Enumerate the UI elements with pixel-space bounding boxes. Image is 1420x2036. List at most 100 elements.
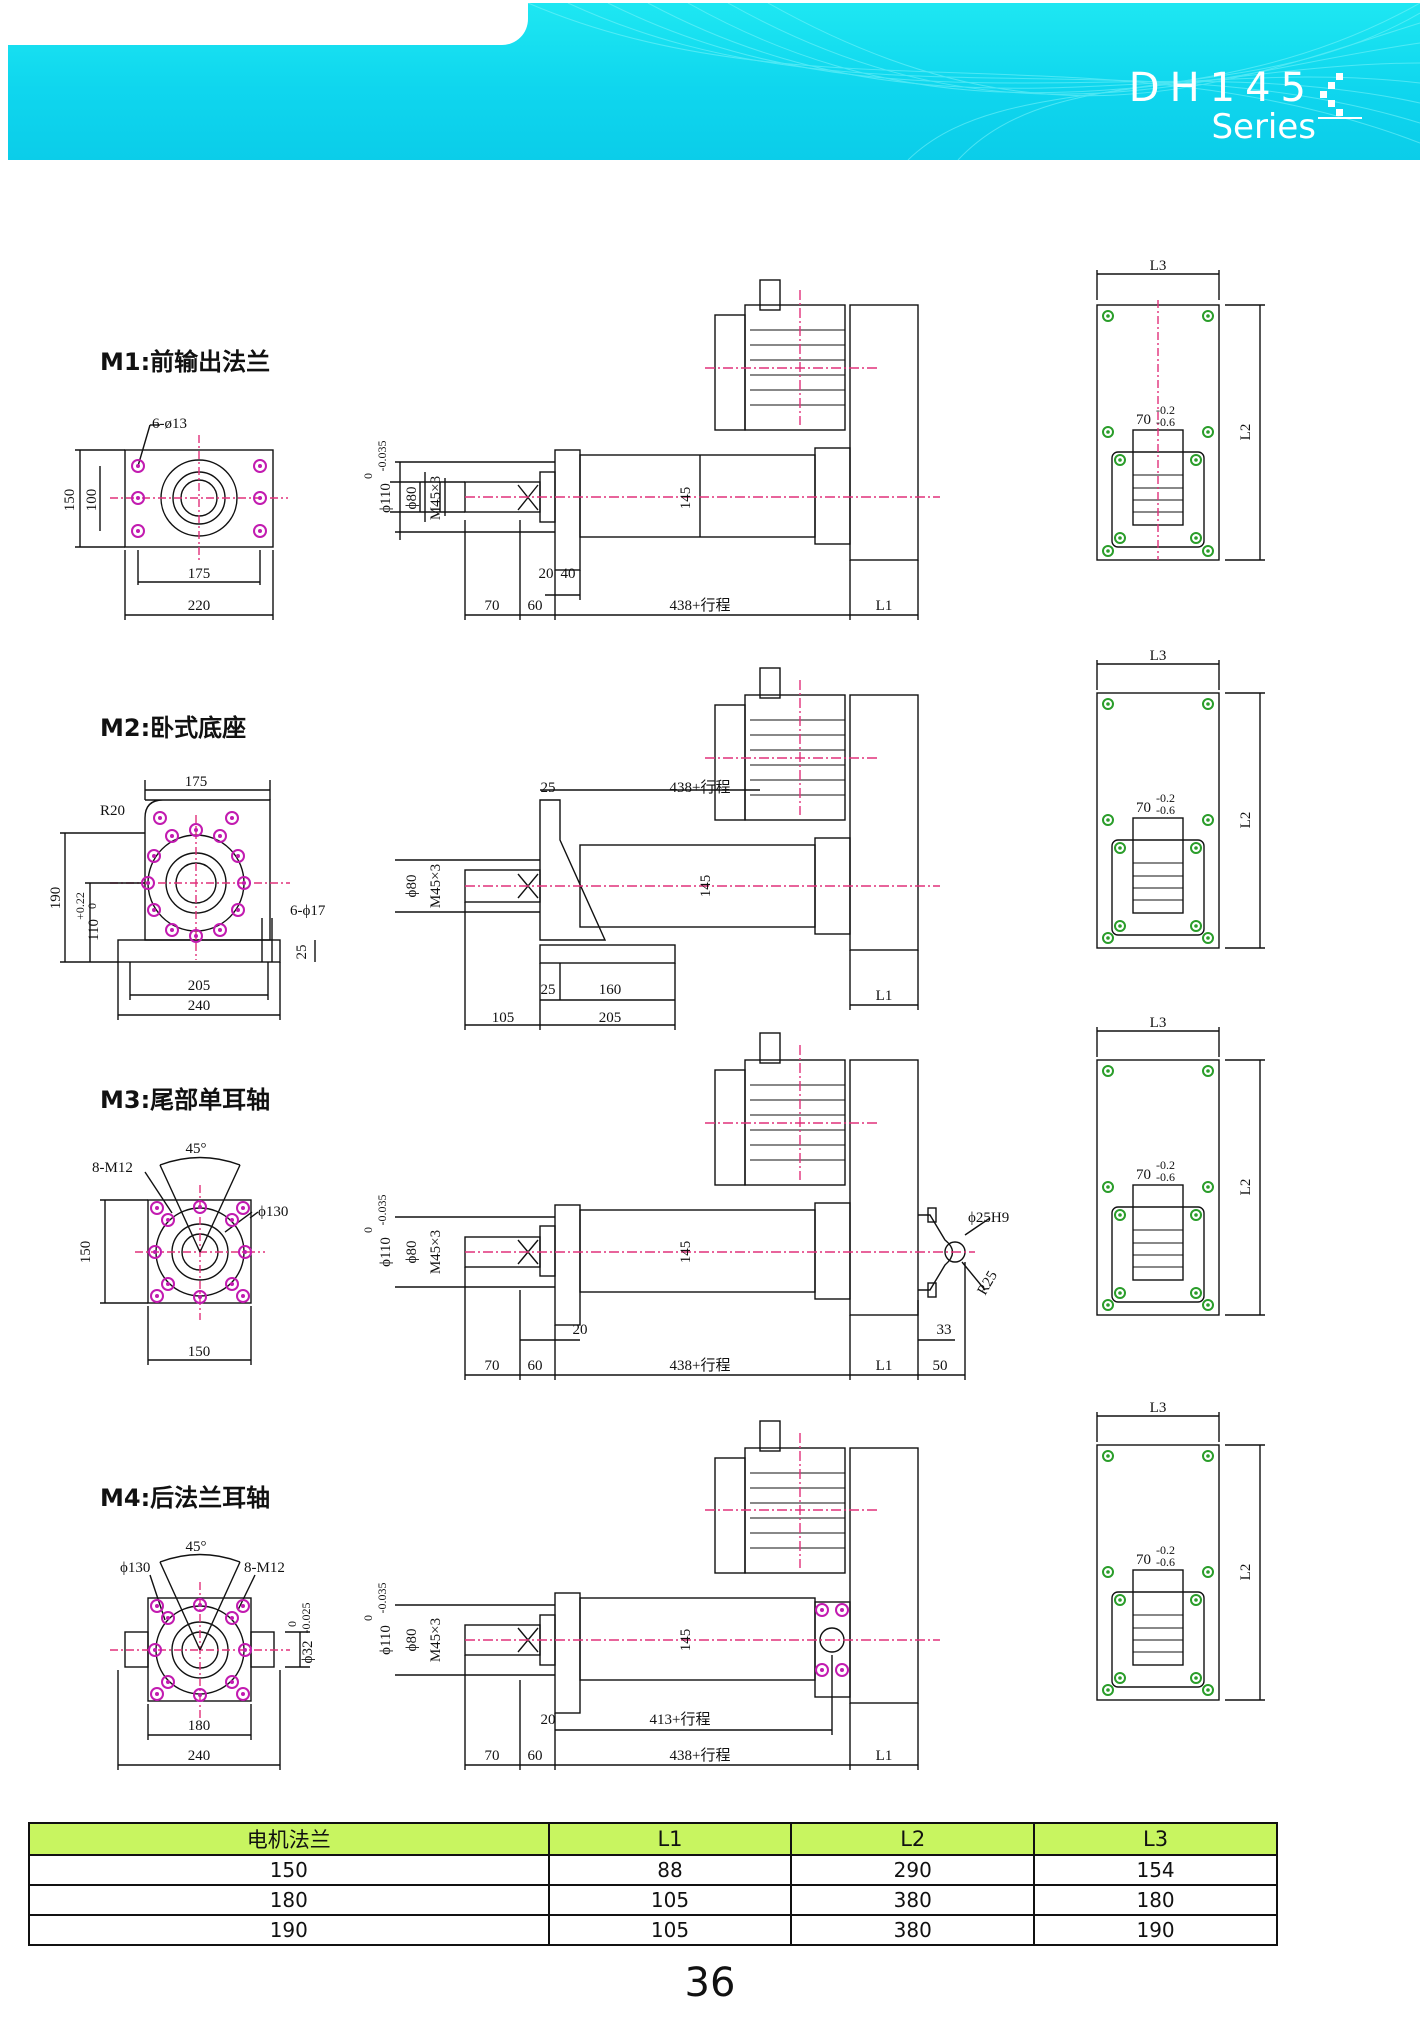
banner-wave-lines (527, 3, 1420, 160)
m4-d70: 70 (1136, 1552, 1151, 1568)
m4-tol-upper: 0 (285, 1621, 299, 1627)
m2-dia80: ϕ80 (404, 875, 420, 898)
m1-side-view (390, 279, 940, 620)
m2-motor-holes (1102, 698, 1214, 944)
m1-d70: 70 (1136, 412, 1151, 428)
m2-l1: L1 (876, 988, 893, 1004)
m2-height-outer: 190 (48, 887, 64, 910)
m1-holes-label: 6-ø13 (152, 416, 187, 432)
m2-width-top: 175 (185, 774, 208, 790)
m2-d70-tol-lower: -0.6 (1156, 803, 1175, 817)
m4-motor-end-view (1096, 1412, 1265, 1701)
table-header-cell: L2 (790, 1822, 1036, 1856)
m4-tol-upper-side: 0 (361, 1615, 375, 1621)
m1-section: 145 (678, 487, 694, 510)
m4-tol-lower-side: -0.035 (375, 1583, 389, 1614)
m1-l2: L2 (1238, 424, 1254, 441)
table-header-cell: L1 (547, 1822, 793, 1856)
m1-d20: 20 (539, 566, 554, 582)
table-row: 190 105 380 190 (28, 1914, 1278, 1946)
brand-chevron-icon (1318, 73, 1362, 119)
m3-l3: L3 (1150, 1015, 1167, 1031)
m3-side-view (395, 1032, 991, 1380)
section-title-m3: M3:尾部单耳轴 (100, 1086, 271, 1114)
brand-block: DH145 Series (1129, 67, 1316, 145)
table-cell: 190 (1033, 1914, 1278, 1946)
table-cell: 154 (1033, 1854, 1278, 1886)
m2-radius: R20 (100, 803, 125, 819)
m1-height-inner: 100 (84, 489, 100, 512)
m2-height-inner: 110 (86, 919, 102, 941)
m2-d70-tol-upper: -0.2 (1156, 791, 1175, 805)
m4-front-view (110, 1553, 310, 1770)
m1-height-outer: 150 (62, 489, 78, 512)
motor-end-labels-m3: L3 L2 70 -0.2 -0.6 (1136, 1015, 1254, 1195)
m1-motor-end-view (1096, 270, 1265, 561)
m3-d70-tol-upper: -0.2 (1156, 1158, 1175, 1172)
table-cell: 190 (28, 1914, 550, 1946)
m2-d205: 205 (599, 1010, 622, 1026)
m3-stroke: 438+行程 (670, 1357, 731, 1374)
banner-notch (8, 3, 528, 45)
table-cell: 150 (28, 1854, 550, 1886)
table-row: 180 105 380 180 (28, 1884, 1278, 1916)
m3-d60: 60 (528, 1358, 543, 1374)
m3-d70: 70 (1136, 1167, 1151, 1183)
section-title-m2: M2:卧式底座 (100, 714, 247, 742)
table-header-cell: L3 (1033, 1822, 1278, 1856)
m4-d70-tol-lower: -0.6 (1156, 1555, 1175, 1569)
m4-stroke2: 413+行程 (650, 1711, 711, 1728)
m2-thick: 25 (294, 945, 310, 960)
m4-section: 145 (678, 1629, 694, 1652)
table-cell: 105 (547, 1884, 793, 1916)
m4-l3: L3 (1150, 1400, 1167, 1416)
m1-l1: L1 (876, 598, 893, 614)
m2-tol-lower: 0 (85, 903, 99, 909)
m4-holes: 8-M12 (244, 1560, 285, 1576)
m1-stroke: 438+行程 (670, 597, 731, 614)
m3-thread: M45×3 (428, 1230, 444, 1274)
table-cell: 180 (1033, 1884, 1278, 1916)
m1-thread: M45×3 (428, 476, 444, 520)
m3-tol-upper: 0 (361, 1227, 375, 1233)
section-title-m4: M4:后法兰耳轴 (100, 1484, 271, 1512)
m1-d70: 70 (485, 598, 500, 614)
m2-d160: 160 (599, 982, 622, 998)
table-header-cell: 电机法兰 (28, 1822, 550, 1856)
dimension-table: 电机法兰 L1 L2 L3 150 88 290 154 180 105 380… (28, 1822, 1278, 1946)
m4-thread: M45×3 (428, 1618, 444, 1662)
m2-section: 145 (698, 875, 714, 898)
m1-dia110: ϕ110 (378, 483, 394, 513)
m4-l2: L2 (1238, 1564, 1254, 1581)
header-banner: DH145 Series (8, 3, 1420, 160)
m3-pin: ϕ25H9 (968, 1210, 1009, 1226)
m1-width-inner: 175 (188, 566, 211, 582)
series-model: DH145 (1128, 65, 1316, 111)
m1-width-outer: 220 (188, 598, 211, 614)
m4-dia110: ϕ110 (378, 1625, 394, 1655)
table-cell: 380 (790, 1884, 1036, 1916)
m2-thread: M45×3 (428, 864, 444, 908)
table-header-row: 电机法兰 L1 L2 L3 (28, 1822, 1278, 1856)
table-cell: 105 (547, 1914, 793, 1946)
m2-side-view (395, 667, 940, 1030)
page-number: 36 (684, 1960, 736, 2006)
m4-d60: 60 (528, 1748, 543, 1764)
m3-d50: 50 (933, 1358, 948, 1374)
m2-tol-upper: +0.22 (73, 892, 87, 920)
m3-dia110: ϕ110 (378, 1237, 394, 1267)
m3-holes: 8-M12 (92, 1160, 133, 1176)
m3-motor-end-view (1096, 1027, 1265, 1316)
m1-front-view (75, 424, 288, 620)
m3-angle: 45° (186, 1141, 207, 1157)
m2-stroke: 438+行程 (670, 779, 731, 796)
m1-dia80: ϕ80 (404, 487, 420, 510)
m2-width-inner: 205 (188, 978, 211, 994)
m4-d70-tol-upper: -0.2 (1156, 1543, 1175, 1557)
m3-d70: 70 (485, 1358, 500, 1374)
m2-l2: L2 (1238, 812, 1254, 829)
m2-holes: 6-ϕ17 (290, 903, 326, 919)
m4-width-outer: 240 (188, 1748, 211, 1764)
m3-height: 150 (78, 1241, 94, 1264)
m3-motor-holes (1102, 1065, 1214, 1311)
